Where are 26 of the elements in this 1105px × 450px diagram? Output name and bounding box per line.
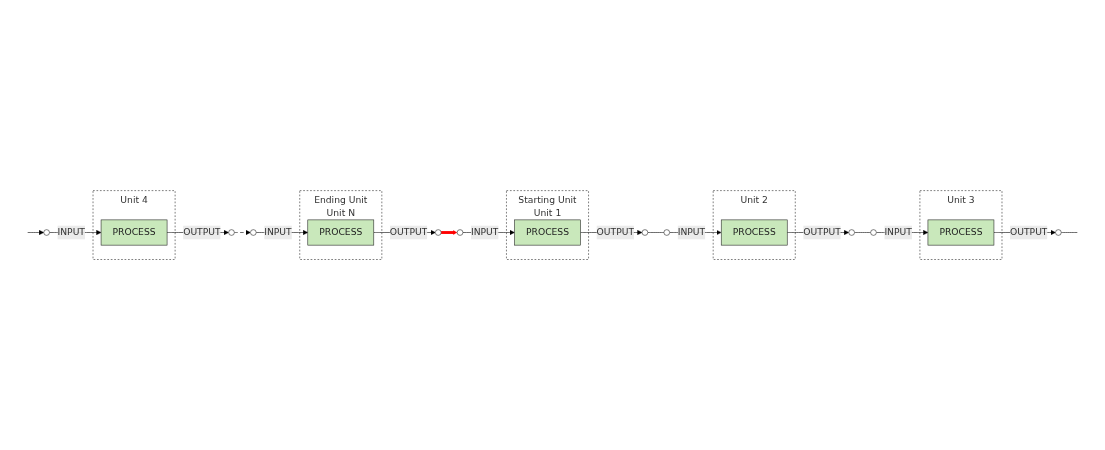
node-circle	[641, 229, 649, 236]
edge-label: OUTPUT	[389, 226, 428, 238]
node-circle	[870, 229, 877, 236]
edge-label: INPUT	[57, 226, 85, 238]
node-circle	[456, 229, 464, 236]
node-box: PROCESS	[307, 219, 375, 246]
edge-label: OUTPUT	[183, 226, 221, 238]
node-box: PROCESS	[100, 219, 168, 246]
node-box: PROCESS	[927, 219, 995, 246]
arrow	[441, 229, 458, 235]
node-circle	[435, 229, 442, 236]
node-box: PROCESS	[720, 219, 788, 246]
node-box: PROCESS	[514, 219, 581, 246]
edge-label: INPUT	[470, 226, 499, 238]
edge-label: OUTPUT	[803, 226, 841, 238]
node-circle	[228, 229, 235, 236]
edge-label: INPUT	[264, 226, 292, 238]
node-circle	[663, 229, 670, 236]
node-circle	[1055, 229, 1062, 236]
node-circle	[250, 229, 257, 236]
edge-label: INPUT	[884, 226, 912, 238]
edge-label: OUTPUT	[596, 226, 635, 238]
node-circle	[848, 229, 855, 236]
node-circle	[43, 229, 50, 236]
edge-label: INPUT	[677, 226, 706, 238]
edge-label: OUTPUT	[1010, 226, 1048, 238]
